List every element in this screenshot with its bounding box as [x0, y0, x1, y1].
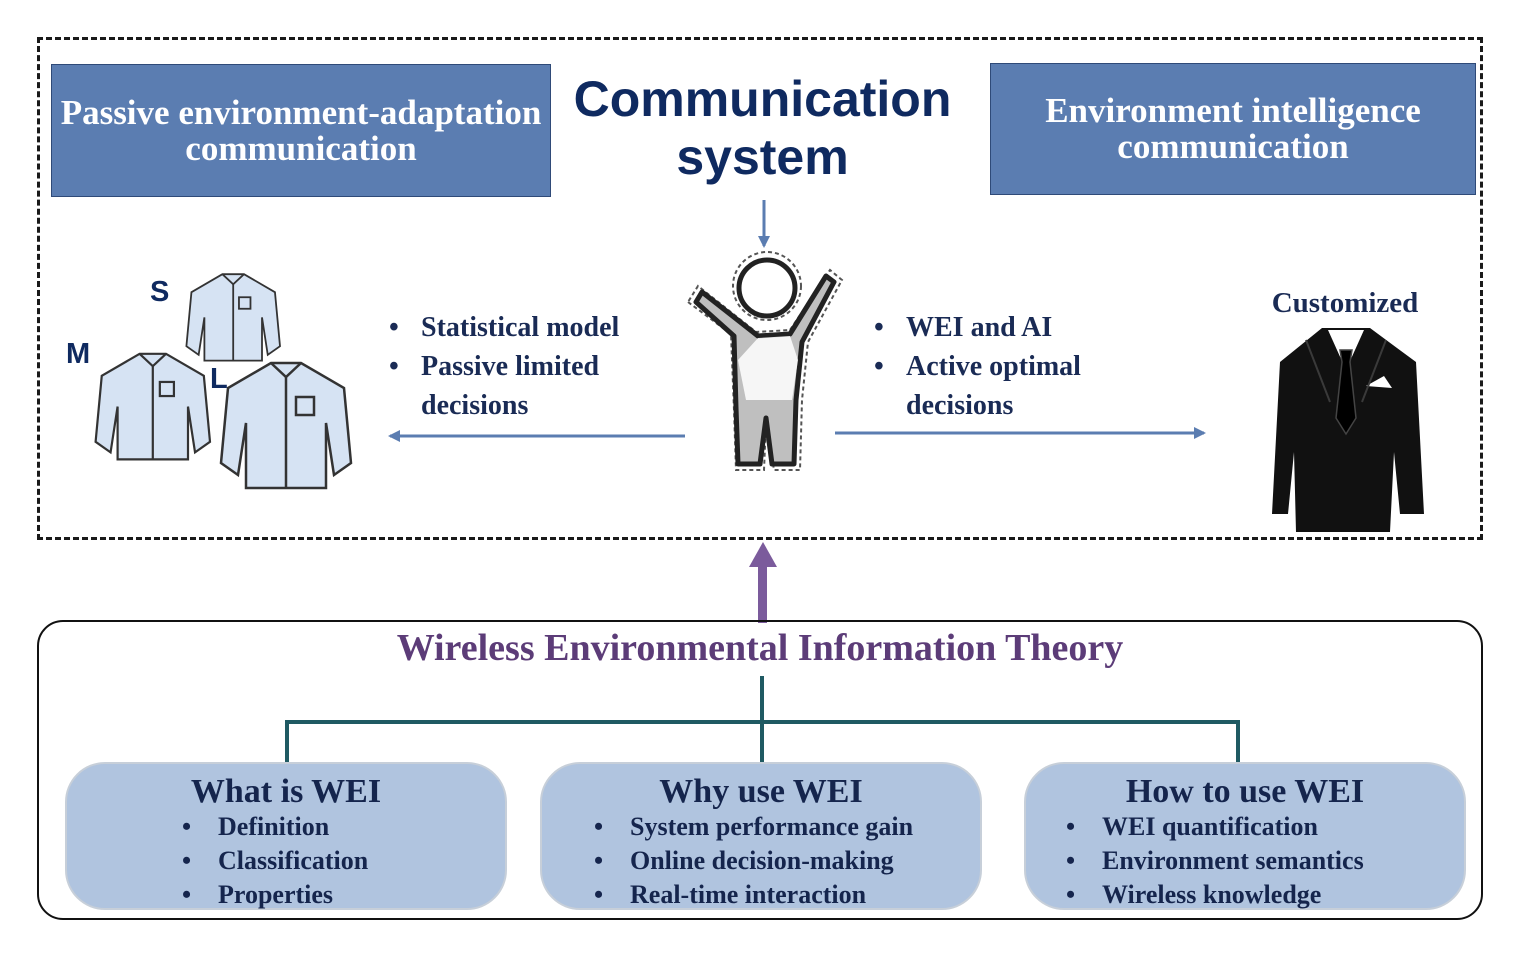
- shirt-icon: [185, 273, 281, 362]
- passive-bullet-limited-decisions: Passive limited decisions: [385, 347, 685, 425]
- card-list: Definition Classification Properties: [182, 810, 368, 912]
- communication-system-frame: [37, 37, 1483, 540]
- size-label-m: M: [66, 338, 91, 370]
- card-title: How to use WEI: [1125, 773, 1365, 810]
- card-list: WEI quantification Environment semantics…: [1066, 810, 1364, 912]
- card-what-is-wei: What is WEI Definition Classification Pr…: [65, 762, 507, 912]
- size-label-s: S: [150, 276, 170, 308]
- list-item: WEI quantification: [1066, 810, 1364, 844]
- card-why-use-wei: Why use WEI System performance gain Onli…: [540, 762, 982, 912]
- list-item: Properties: [182, 878, 368, 912]
- suit-icon: [1272, 328, 1424, 532]
- card-title: What is WEI: [190, 773, 382, 810]
- list-item: Online decision-making: [594, 844, 913, 878]
- list-item: Classification: [182, 844, 368, 878]
- person-icon: [686, 251, 844, 471]
- list-item: Environment semantics: [1066, 844, 1364, 878]
- shirt-icon: [94, 352, 212, 461]
- card-how-to-use-wei: How to use WEI WEI quantification Enviro…: [1024, 762, 1466, 912]
- theory-tree-connector: [285, 676, 1240, 762]
- list-item: Real-time interaction: [594, 878, 913, 912]
- theory-frame: [37, 620, 1483, 920]
- size-label-l: L: [210, 363, 228, 395]
- theory-up-arrow: [749, 542, 777, 623]
- intelligence-mode-box: Environment intelligence communication: [990, 63, 1476, 195]
- intelligence-bullet-wei-ai: WEI and AI: [870, 308, 1170, 347]
- passive-mode-label: Passive environment-adaptation communica…: [60, 92, 542, 168]
- intelligence-mode-label: Environment intelligence communication: [1045, 91, 1421, 166]
- theory-title: Wireless Environmental Information Theor…: [396, 627, 1124, 669]
- list-item: System performance gain: [594, 810, 913, 844]
- list-item: Wireless knowledge: [1066, 878, 1364, 912]
- shirt-icon: [219, 361, 353, 490]
- passive-bullets: Statistical model Passive limited decisi…: [385, 308, 685, 425]
- customized-label: Customized: [1271, 287, 1419, 319]
- shirt-group: [94, 273, 353, 490]
- intelligence-bullets: WEI and AI Active optimal decisions: [870, 308, 1170, 425]
- intelligence-bullet-optimal-decisions: Active optimal decisions: [870, 347, 1170, 425]
- page-title: Communication system: [573, 71, 952, 185]
- card-title: Why use WEI: [659, 773, 863, 810]
- list-item: Definition: [182, 810, 368, 844]
- card-list: System performance gain Online decision-…: [594, 810, 913, 912]
- passive-bullet-statistical-model: Statistical model: [385, 308, 685, 347]
- passive-mode-box: Passive environment-adaptation communica…: [51, 64, 551, 197]
